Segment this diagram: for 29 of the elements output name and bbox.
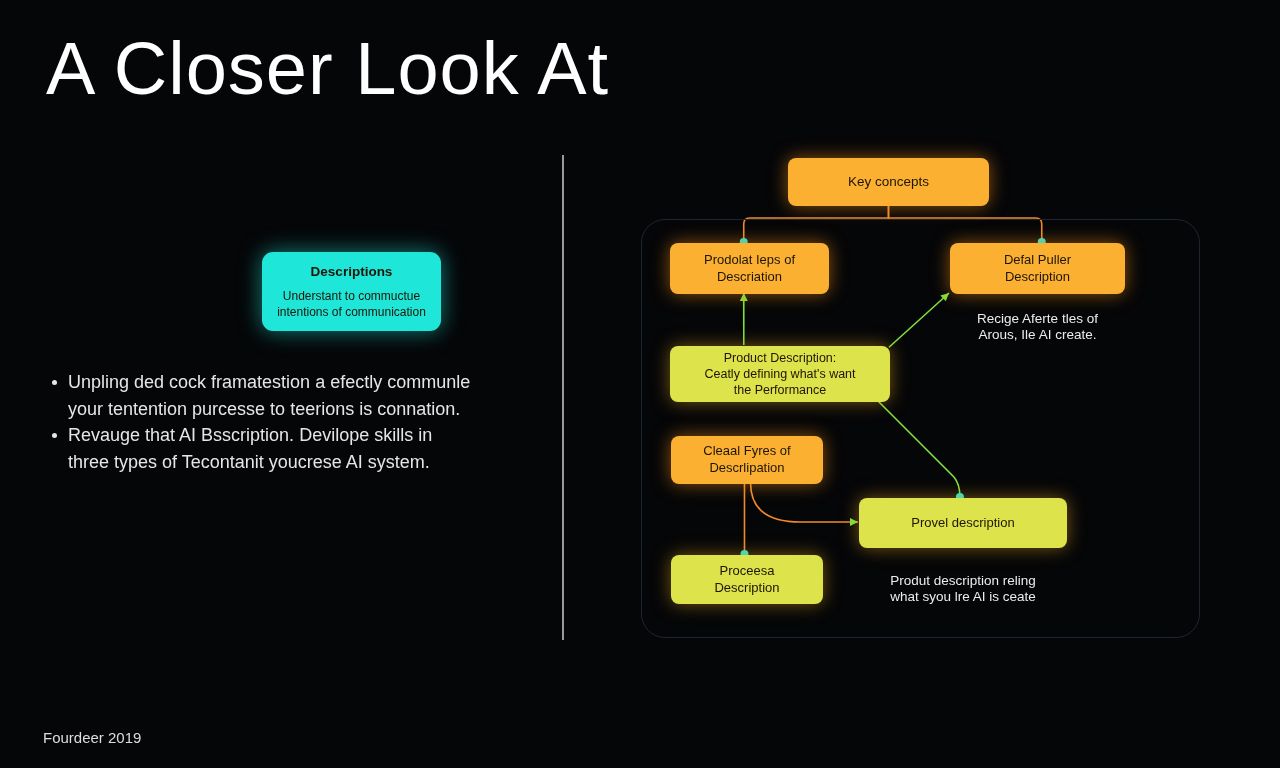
page-title: A Closer Look At bbox=[46, 28, 610, 110]
node-label: Key concepts bbox=[847, 173, 929, 191]
process-box bbox=[670, 346, 890, 402]
node-heading: Descriptions bbox=[310, 263, 393, 281]
node-text: Ceatly defining what's want the Performance bbox=[703, 366, 857, 398]
node-label: Prodolat Ieps of Descriation bbox=[702, 251, 797, 286]
connector-line bbox=[877, 400, 964, 501]
node-label: Provel description bbox=[911, 514, 1015, 532]
node-label: Cleaal Fyres of Descrlipation bbox=[702, 443, 792, 477]
connector-line bbox=[887, 205, 1046, 246]
node-label: Proceesa Description bbox=[713, 562, 781, 597]
footer-text: Fourdeer 2019 bbox=[43, 729, 142, 746]
process-box bbox=[262, 252, 441, 331]
node-heading: Product Description: bbox=[723, 350, 837, 366]
connector-arrow bbox=[888, 292, 950, 349]
process-box bbox=[671, 555, 823, 604]
connector-arrow bbox=[739, 292, 748, 346]
node-label: Defal Puller Description bbox=[1002, 251, 1073, 286]
bullet-text: Revauge that AI Bsscription. Devilope skills in three types of Tecontanit youcrese AI system. bbox=[68, 424, 434, 474]
process-box bbox=[670, 243, 829, 294]
connector-arrow bbox=[749, 482, 859, 526]
process-box bbox=[788, 158, 989, 206]
node-caption: Recige Aferte tles of Arous, Ile AI create. bbox=[976, 311, 1099, 344]
group-panel bbox=[641, 219, 1200, 638]
node-caption: Produt description reling what syou lre AI is ceate bbox=[889, 573, 1037, 606]
connector-line bbox=[740, 482, 749, 558]
process-box bbox=[671, 436, 823, 484]
node-text: Understant to commuctue intentions of communication bbox=[276, 289, 427, 320]
bullet-text: Unpling ded cock framatestion a efectly communle your tentention purcesse to teerions is connation. bbox=[68, 371, 472, 421]
